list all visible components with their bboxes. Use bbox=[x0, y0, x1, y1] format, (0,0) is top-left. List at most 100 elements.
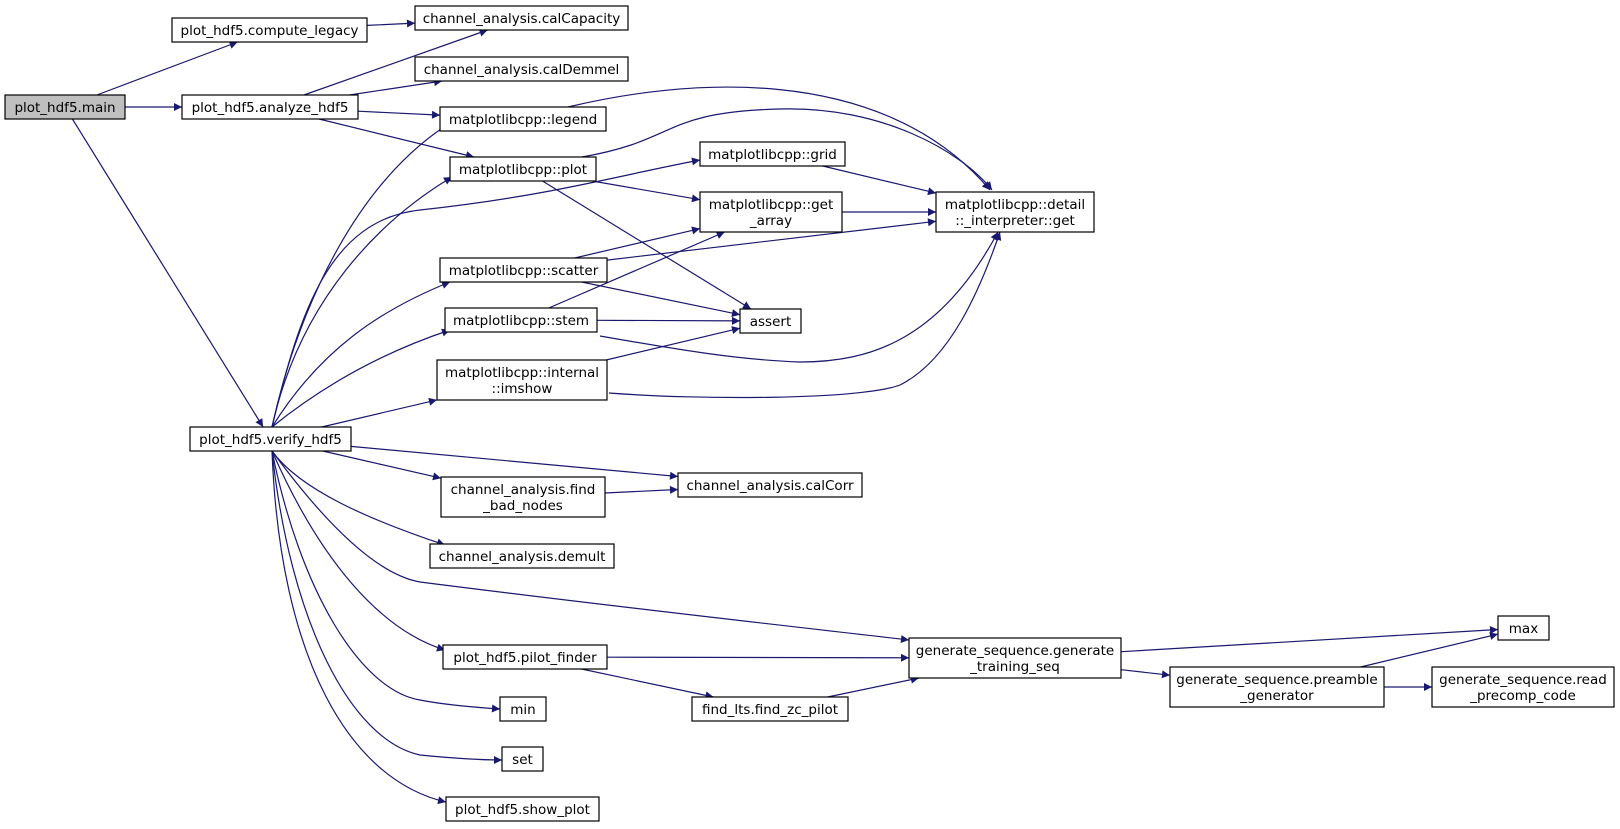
node-label: generate_sequence.generate bbox=[916, 643, 1114, 659]
node-box bbox=[691, 696, 849, 722]
node-label: _array bbox=[749, 213, 792, 229]
node-box bbox=[699, 191, 843, 233]
node-gen-training[interactable]: generate_sequence.generate_training_seq bbox=[908, 637, 1122, 679]
edge-verify_hdf5-to-grid bbox=[271, 157, 701, 428]
node-box bbox=[1169, 666, 1385, 708]
node-calDemmel[interactable]: channel_analysis.calDemmel bbox=[414, 56, 629, 82]
node-label: channel_analysis.calCorr bbox=[686, 478, 854, 494]
edge-arrow bbox=[608, 231, 1002, 399]
edge-arrow bbox=[581, 108, 993, 191]
edge-verify_hdf5-to-calCorr bbox=[350, 445, 679, 480]
node-grid[interactable]: matplotlibcpp::grid bbox=[699, 141, 846, 167]
edge-verify_hdf5-to-find_bad_nodes bbox=[322, 450, 442, 481]
node-box bbox=[181, 94, 359, 120]
edge-verify_hdf5-to-scatter bbox=[271, 281, 451, 428]
edge-arrow bbox=[271, 281, 451, 428]
node-box bbox=[699, 141, 846, 167]
node-label: find_lts.find_zc_pilot bbox=[702, 702, 838, 718]
node-legend[interactable]: matplotlibcpp::legend bbox=[439, 106, 607, 132]
edge-arrow bbox=[1120, 625, 1499, 653]
node-label: generate_sequence.preamble bbox=[1176, 672, 1377, 688]
node-label: _precomp_code bbox=[1469, 688, 1576, 704]
node-box bbox=[429, 543, 615, 569]
edge-arrow bbox=[321, 397, 438, 428]
node-label: channel_analysis.calCapacity bbox=[423, 11, 621, 27]
edge-stem-to-get_array bbox=[548, 231, 725, 309]
node-min[interactable]: min bbox=[499, 696, 547, 722]
edge-arrow bbox=[574, 226, 701, 259]
node-show-plot[interactable]: plot_hdf5.show_plot bbox=[445, 796, 600, 822]
nodes-layer: plot_hdf5.main plot_hdf5.compute_legacypl… bbox=[4, 5, 1615, 822]
edge-pilot_finder-to-gen_training bbox=[606, 653, 910, 662]
edge-arrow bbox=[542, 180, 752, 310]
node-label: channel_analysis.calDemmel bbox=[424, 62, 620, 78]
node-label: matplotlibcpp::legend bbox=[449, 112, 597, 128]
edge-arrow bbox=[592, 180, 701, 203]
node-box bbox=[445, 796, 600, 822]
edge-arrow bbox=[349, 78, 443, 96]
node-plot[interactable]: matplotlibcpp::plot bbox=[449, 156, 597, 182]
edge-pilot_finder-to-find_zc_pilot bbox=[581, 668, 714, 700]
node-set[interactable]: set bbox=[501, 746, 544, 772]
edge-arrow bbox=[271, 328, 451, 428]
edge-verify_hdf5-to-stem bbox=[271, 328, 451, 428]
node-analyze-hdf5[interactable]: plot_hdf5.analyze_hdf5 bbox=[181, 94, 359, 120]
node-find-bad-nodes[interactable]: channel_analysis.find_bad_nodes bbox=[440, 476, 606, 518]
node-box bbox=[4, 94, 126, 120]
edge-arrow bbox=[71, 118, 264, 428]
node-preamble-gen[interactable]: generate_sequence.preamble_generator bbox=[1169, 666, 1385, 708]
node-box bbox=[414, 56, 629, 82]
node-box bbox=[439, 257, 608, 283]
edge-plot-to-assert bbox=[542, 180, 752, 310]
node-stem[interactable]: matplotlibcpp::stem bbox=[444, 307, 598, 333]
edge-arrow bbox=[271, 157, 701, 428]
node-interp-get[interactable]: matplotlibcpp::detail::_interpreter::get bbox=[935, 191, 1095, 233]
node-assert[interactable]: assert bbox=[739, 308, 802, 334]
edge-arrow bbox=[606, 326, 741, 361]
edge-arrow bbox=[271, 450, 503, 764]
node-box bbox=[449, 156, 597, 182]
node-box bbox=[739, 308, 802, 334]
node-label: _generator bbox=[1239, 688, 1314, 704]
node-get-array[interactable]: matplotlibcpp::get_array bbox=[699, 191, 843, 233]
edge-imshow-to-assert bbox=[606, 326, 741, 361]
edge-arrow bbox=[271, 450, 446, 652]
node-compute-legacy[interactable]: plot_hdf5.compute_legacy bbox=[171, 17, 368, 43]
edge-plot-to-get_array bbox=[592, 180, 701, 203]
edge-arrow bbox=[318, 118, 475, 159]
node-label: channel_analysis.find bbox=[451, 482, 596, 498]
node-calCorr[interactable]: channel_analysis.calCorr bbox=[677, 472, 863, 498]
node-box bbox=[189, 426, 352, 452]
edge-verify_hdf5-to-demult bbox=[271, 450, 446, 547]
node-main[interactable]: plot_hdf5.main bbox=[4, 94, 126, 120]
node-box bbox=[414, 5, 629, 31]
edge-stem-to-interp_get bbox=[599, 231, 999, 363]
edge-arrow bbox=[271, 450, 447, 805]
edge-arrow bbox=[606, 653, 910, 662]
node-max[interactable]: max bbox=[1497, 615, 1550, 641]
node-box bbox=[935, 191, 1095, 233]
node-calCapacity[interactable]: channel_analysis.calCapacity bbox=[414, 5, 629, 31]
node-demult[interactable]: channel_analysis.demult bbox=[429, 543, 615, 569]
node-imshow[interactable]: matplotlibcpp::internal::imshow bbox=[436, 359, 608, 401]
node-find-zc-pilot[interactable]: find_lts.find_zc_pilot bbox=[691, 696, 849, 722]
edge-find_bad_nodes-to-calCorr bbox=[604, 485, 679, 494]
node-read-precomp[interactable]: generate_sequence.read_precomp_code bbox=[1431, 666, 1615, 708]
edge-stem-to-assert bbox=[596, 316, 741, 325]
node-pilot-finder[interactable]: plot_hdf5.pilot_finder bbox=[442, 644, 608, 670]
node-box bbox=[439, 106, 607, 132]
node-label: plot_hdf5.compute_legacy bbox=[181, 23, 359, 39]
edge-legend-to-interp_get bbox=[567, 86, 991, 191]
edge-gen_training-to-max bbox=[1120, 625, 1499, 653]
node-label: generate_sequence.read bbox=[1439, 672, 1607, 688]
edge-arrow bbox=[567, 86, 991, 191]
node-label: assert bbox=[750, 314, 792, 330]
edge-preamble_gen-to-max bbox=[1360, 632, 1499, 668]
node-verify-hdf5[interactable]: plot_hdf5.verify_hdf5 bbox=[189, 426, 352, 452]
edge-analyze_hdf5-to-calDemmel bbox=[349, 78, 443, 96]
edge-arrow bbox=[604, 485, 679, 494]
node-scatter[interactable]: matplotlibcpp::scatter bbox=[439, 257, 608, 283]
node-label: _bad_nodes bbox=[482, 498, 563, 514]
edge-compute_legacy-to-calCapacity bbox=[366, 19, 416, 28]
node-label: channel_analysis.demult bbox=[439, 549, 606, 565]
